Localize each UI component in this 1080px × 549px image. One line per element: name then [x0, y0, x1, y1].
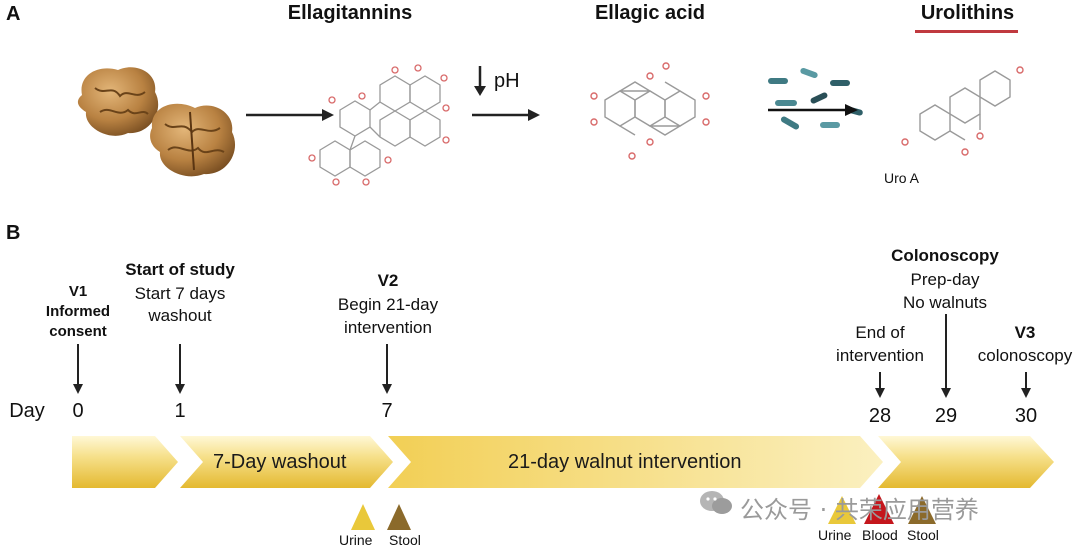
timeline-segment-pre: [72, 436, 178, 488]
day-7: 7: [381, 400, 393, 422]
ph-label: pH: [494, 70, 520, 92]
timeline-segment-post: [878, 436, 1054, 488]
watermark-icon: [698, 489, 734, 517]
arrow-day-7: [382, 344, 392, 394]
urolithins-header: Urolithins: [920, 2, 1015, 24]
arrow-ellagitannins-to-ellagic: [472, 109, 540, 121]
urine-label-day28: Urine: [818, 527, 852, 543]
urolithins-underline: [915, 30, 1018, 33]
washout-label: 7-Day washout: [213, 451, 347, 473]
uro-a-label: Uro A: [884, 170, 920, 186]
arrow-day-1: [175, 344, 185, 394]
v3-title: V3: [1014, 323, 1036, 342]
ellagic-acid-structure: [590, 62, 710, 160]
day-1: 1: [174, 400, 186, 422]
day-label: Day: [9, 400, 45, 422]
stool-triangle-day28: [908, 496, 936, 524]
panel-a-letter: A: [6, 3, 21, 25]
timeline-segment-intervention: [388, 436, 883, 488]
v1-title: V1: [68, 283, 88, 300]
stool-label-day28: Stool: [907, 527, 939, 543]
arrow-ph-down: [474, 66, 486, 96]
urine-triangle-day7: [351, 504, 375, 530]
timeline-segment-washout: [180, 436, 393, 488]
start-line1: Start 7 days: [134, 284, 226, 303]
end-line1: End of: [855, 323, 905, 342]
blood-triangle-day28: [864, 494, 894, 524]
v1-line2: consent: [49, 323, 107, 340]
ellagic-acid-header: Ellagic acid: [594, 2, 706, 24]
colonoscopy-line2: No walnuts: [902, 293, 988, 312]
stool-triangle-day7: [387, 504, 411, 530]
walnut-image-2: [150, 103, 236, 177]
end-line2: intervention: [836, 346, 924, 365]
arrow-day-30: [1021, 372, 1031, 398]
walnut-image-1: [77, 67, 159, 136]
urolithin-a-structure: [901, 66, 1024, 156]
day-28: 28: [868, 405, 892, 427]
day-0: 0: [72, 400, 84, 422]
panel-b-letter: B: [6, 222, 21, 244]
v3-line1: colonoscopy: [977, 346, 1073, 365]
v1-line1: Informed: [45, 303, 111, 320]
intervention-label: 21-day walnut intervention: [508, 451, 742, 473]
gut-microbes-image: [768, 67, 863, 130]
arrow-day-29: [941, 314, 951, 398]
start-title: Start of study: [125, 260, 235, 279]
colonoscopy-title: Colonoscopy: [891, 246, 999, 265]
ellagitannins-header: Ellagitannins: [287, 2, 413, 24]
stool-label-day7: Stool: [389, 532, 421, 548]
watermark-text: 公众号 · 共荣应用营养: [740, 496, 979, 524]
arrow-day-0: [73, 344, 83, 394]
v2-line1: Begin 21-day: [337, 295, 439, 314]
day-29: 29: [934, 405, 958, 427]
v2-line2: intervention: [344, 318, 432, 337]
ellagitannin-structure: [308, 64, 450, 186]
urine-label-day7: Urine: [339, 532, 373, 548]
colonoscopy-line1: Prep-day: [910, 270, 980, 289]
start-line2: washout: [148, 306, 212, 325]
day-30: 30: [1014, 405, 1038, 427]
v2-title: V2: [377, 271, 399, 290]
urine-triangle-day28: [828, 496, 856, 524]
blood-label-day28: Blood: [862, 527, 898, 543]
arrow-day-28: [875, 372, 885, 398]
arrow-walnut-to-ellagitannins: [246, 109, 334, 121]
